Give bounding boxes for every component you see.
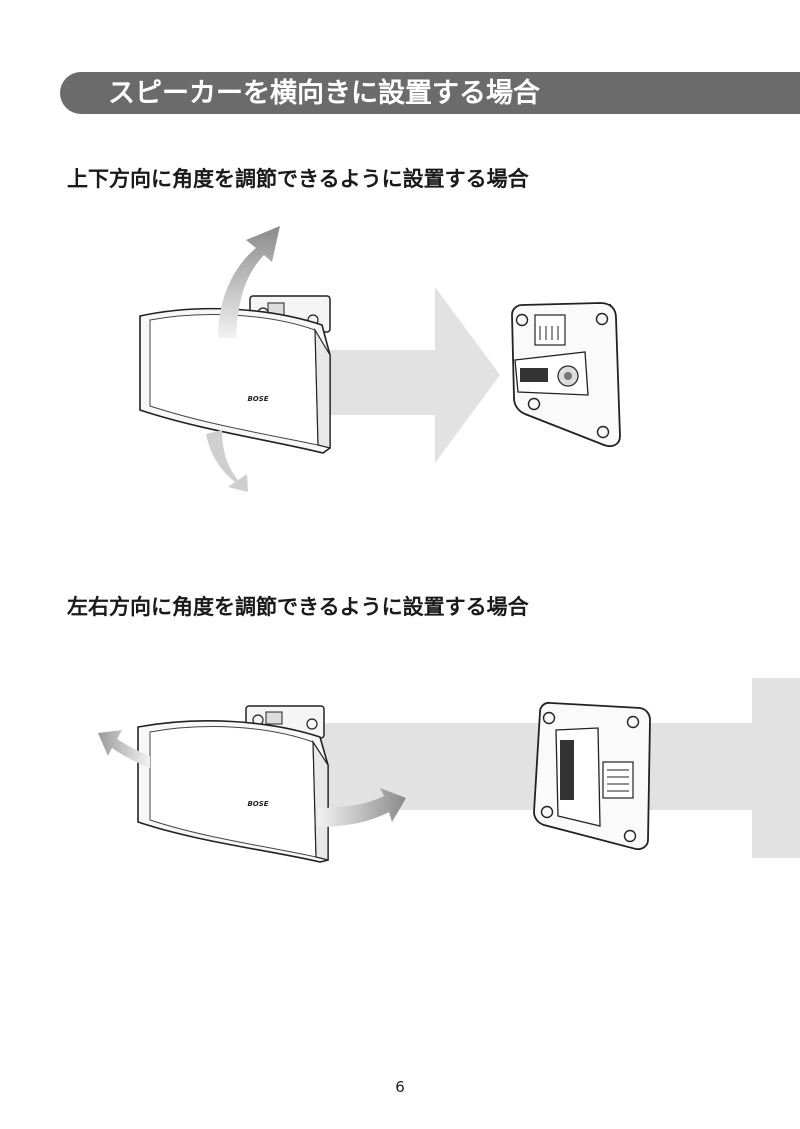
- big-direction-arrow: [325, 287, 500, 463]
- speaker-unit: BOSE: [139, 307, 331, 454]
- speaker-logo: BOSE: [247, 395, 268, 403]
- heading-vertical-adjustment: 上下方向に角度を調節できるように設置する場合: [67, 167, 529, 191]
- bracket-detail-2: [533, 701, 651, 851]
- section-header-bar: [60, 72, 800, 114]
- tilt-up-arrow: [218, 226, 280, 338]
- heading-horizontal-adjustment: 左右方向に角度を調節できるように設置する場合: [67, 595, 529, 619]
- speaker-unit-2: BOSE: [137, 720, 329, 863]
- bracket-detail: [511, 302, 621, 448]
- illustration-horizontal-adjustment: BOSE: [98, 678, 800, 863]
- rotate-right-arrow: [318, 788, 406, 827]
- illustration-vertical-adjustment: BOSE: [139, 226, 621, 492]
- speaker-logo-2: BOSE: [247, 800, 268, 808]
- page-number: 6: [395, 1078, 405, 1096]
- tilt-down-arrow: [206, 430, 248, 492]
- section-header-title: スピーカーを横向きに設置する場合: [108, 78, 540, 109]
- rotate-left-arrow: [98, 730, 150, 768]
